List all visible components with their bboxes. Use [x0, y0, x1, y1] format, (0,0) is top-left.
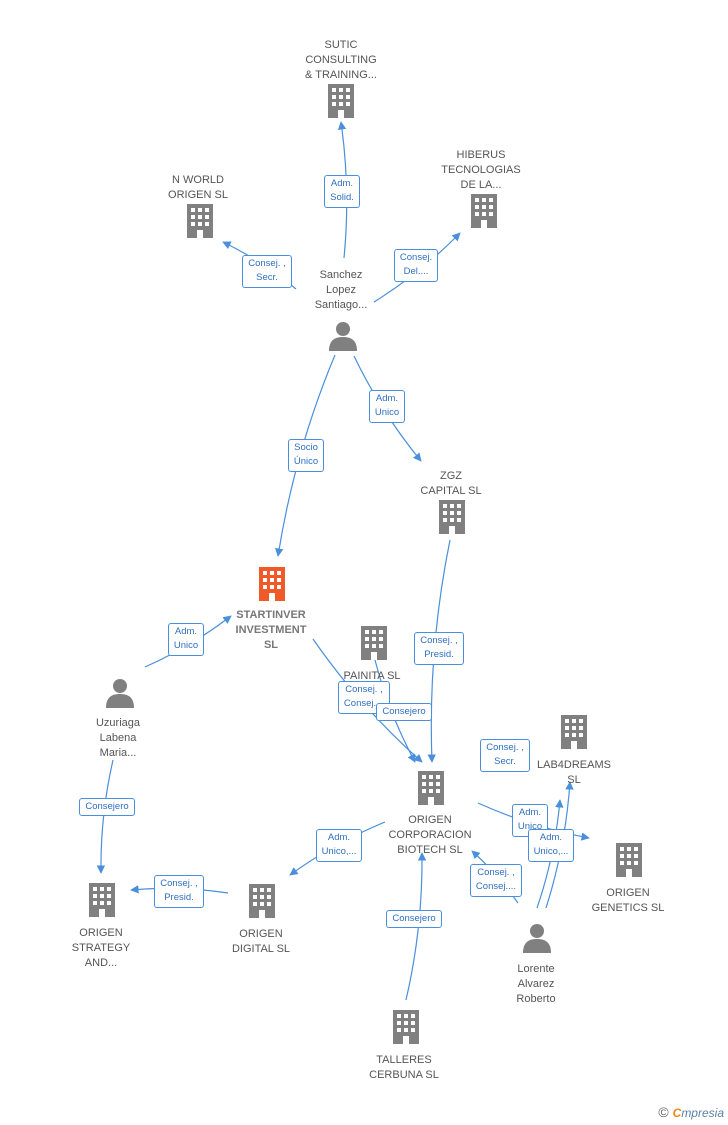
- building-icon[interactable]: [561, 715, 587, 749]
- node-label-hiberus[interactable]: HIBERUS TECNOLOGIAS DE LA...: [441, 149, 521, 191]
- building-icon[interactable]: [418, 771, 444, 805]
- building-icon[interactable]: [393, 1010, 419, 1044]
- node-label-painita[interactable]: PAINITA SL: [343, 670, 401, 682]
- node-label-sanchez[interactable]: Sanchez Lopez Santiago...: [314, 269, 368, 311]
- edge-label[interactable]: Consej. , Secr.: [242, 254, 292, 288]
- node-label-nworld[interactable]: N WORLD ORIGEN SL: [168, 174, 228, 201]
- node-label-lab4dreams[interactable]: LAB4DREAMS SL: [537, 759, 611, 786]
- edge-label[interactable]: Adm. Solid.: [324, 174, 360, 208]
- edge-label[interactable]: Consej. , Secr.: [480, 738, 530, 772]
- edge-label[interactable]: Consej. , Presid.: [414, 631, 464, 665]
- copyright-symbol: ©: [658, 1104, 669, 1120]
- edge-label[interactable]: Socio Único: [287, 438, 325, 472]
- edge-label[interactable]: Consej. , Presid.: [154, 874, 204, 908]
- building-icon[interactable]: [259, 567, 285, 601]
- footer-brand: ©Cmpresia: [658, 1104, 724, 1120]
- edge-uzuriaga-to-origenstrat: [96, 759, 114, 874]
- edge-label[interactable]: Consejero: [386, 909, 442, 929]
- edge-label[interactable]: Consejero: [79, 797, 135, 817]
- node-label-uzuriaga[interactable]: Uzuriaga Labena Maria...: [95, 717, 141, 759]
- node-label-sutic[interactable]: SUTIC CONSULTING & TRAINING...: [305, 39, 377, 81]
- node-label-talleres[interactable]: TALLERES CERBUNA SL: [369, 1054, 439, 1081]
- node-label-origenbio[interactable]: ORIGEN CORPORACION BIOTECH SL: [388, 814, 472, 856]
- building-icon[interactable]: [361, 626, 387, 660]
- building-icon[interactable]: [471, 194, 497, 228]
- edge-label[interactable]: Adm. Unico,...: [527, 828, 575, 862]
- edge-label[interactable]: Adm. Unico: [368, 389, 406, 423]
- person-icon[interactable]: [328, 321, 358, 351]
- node-label-zgz[interactable]: ZGZ CAPITAL SL: [420, 470, 482, 497]
- person-icon[interactable]: [105, 678, 135, 708]
- person-icon[interactable]: [522, 923, 552, 953]
- building-icon[interactable]: [249, 884, 275, 918]
- node-label-origengen[interactable]: ORIGEN GENETICS SL: [591, 887, 665, 914]
- node-label-lorente[interactable]: Lorente Alvarez Roberto: [516, 963, 556, 1005]
- edge-label[interactable]: Consej. , Consej....: [469, 863, 523, 897]
- edge-label[interactable]: Consejero: [376, 702, 432, 722]
- node-label-origenstrat[interactable]: ORIGEN STRATEGY AND...: [71, 927, 131, 969]
- node-label-origendig[interactable]: ORIGEN DIGITAL SL: [231, 928, 291, 955]
- brand-initial: C: [672, 1106, 682, 1120]
- building-icon[interactable]: [89, 883, 115, 917]
- brand-name: mpresia: [681, 1106, 724, 1120]
- edge-label[interactable]: Adm. Unico: [167, 622, 205, 656]
- building-icon[interactable]: [439, 500, 465, 534]
- building-icon[interactable]: [187, 204, 213, 238]
- building-icon[interactable]: [616, 843, 642, 877]
- building-icon[interactable]: [328, 84, 354, 118]
- edge-label[interactable]: Adm. Unico,...: [315, 828, 363, 862]
- edge-label[interactable]: Consej. Del....: [393, 248, 439, 282]
- node-label-startinver[interactable]: STARTINVER INVESTMENT SL: [235, 609, 307, 651]
